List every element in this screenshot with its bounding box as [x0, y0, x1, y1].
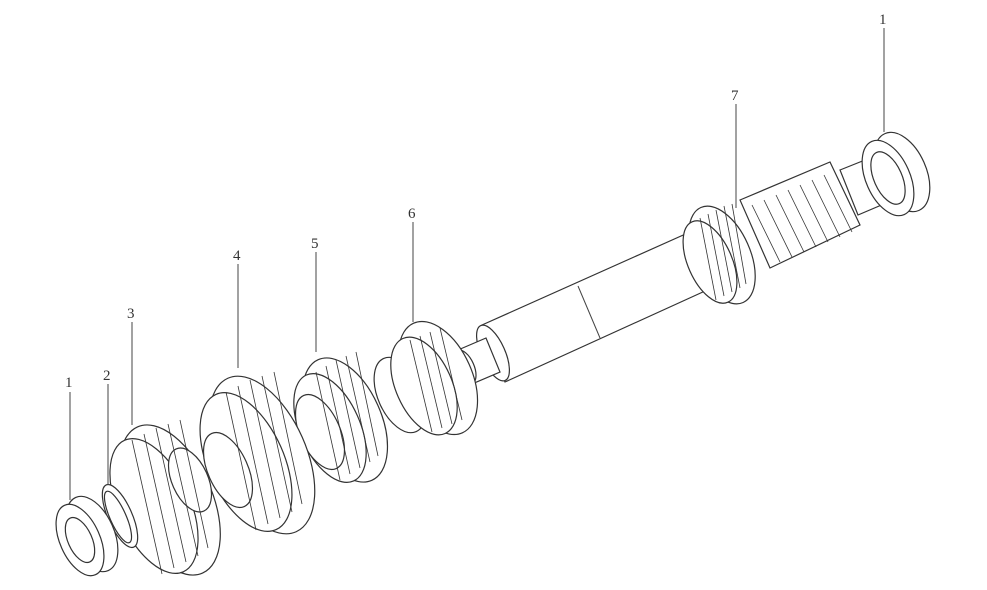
gear-7	[682, 203, 756, 305]
callout-labels: 1 2 3 4 5 6 7 1	[65, 12, 887, 391]
leader-lines	[69, 28, 885, 500]
washer-2	[101, 483, 139, 549]
gear-4	[199, 371, 316, 535]
callout-3: 3	[127, 306, 135, 322]
callout-7: 7	[731, 88, 739, 104]
bearing-right	[861, 131, 931, 217]
callout-4: 4	[233, 248, 241, 264]
callout-6: 6	[408, 206, 416, 222]
callout-1-right: 1	[879, 12, 887, 28]
bearing-left	[55, 495, 119, 577]
gear-6	[373, 320, 479, 436]
callout-5: 5	[311, 236, 319, 252]
callout-1-left: 1	[65, 375, 73, 391]
main-shaft	[453, 153, 899, 385]
callout-2: 2	[103, 368, 111, 384]
